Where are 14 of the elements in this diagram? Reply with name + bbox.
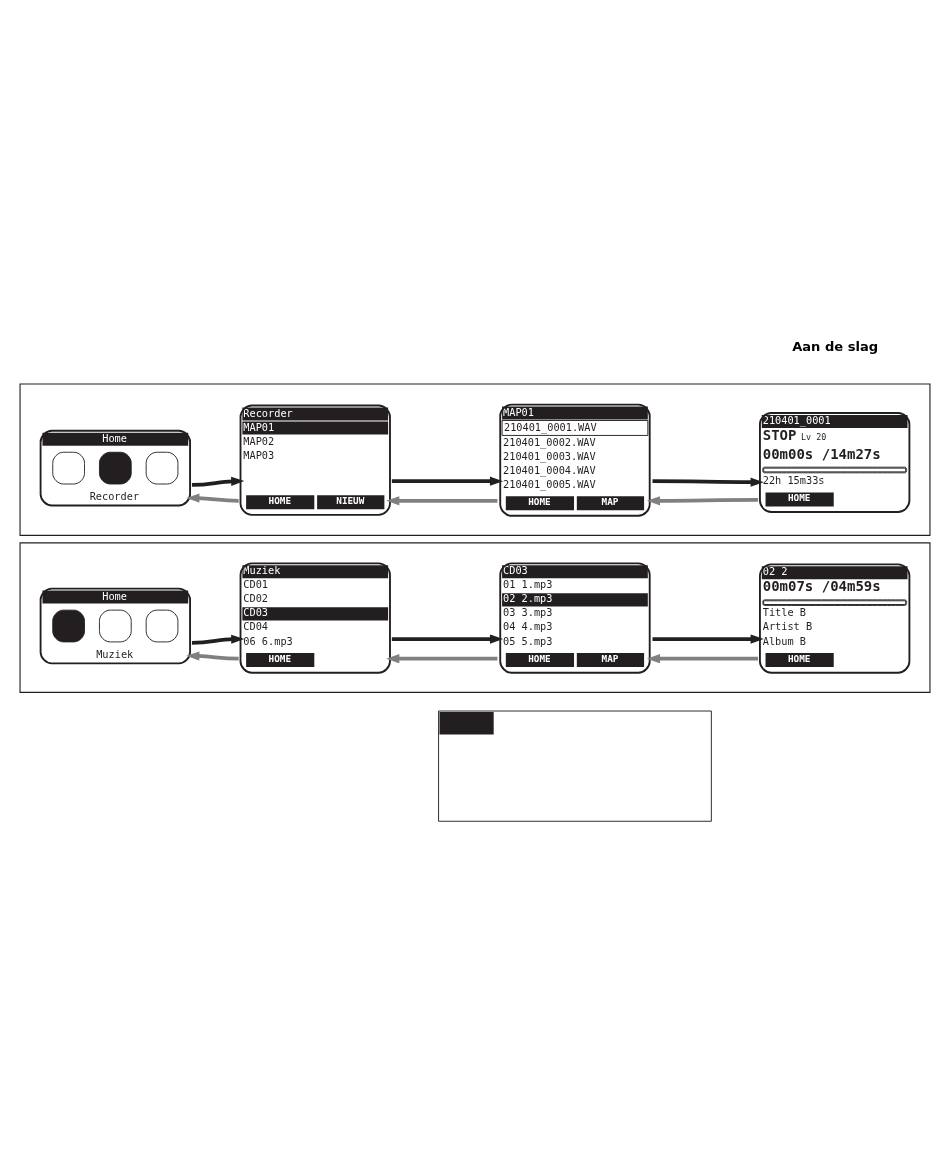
arrow — [391, 634, 504, 644]
label: Aan de slag — [792, 338, 879, 354]
arrow — [391, 476, 504, 486]
arrow — [652, 477, 764, 487]
arrow — [646, 495, 759, 505]
arrow — [386, 495, 498, 505]
arrow — [386, 653, 498, 663]
arrow — [652, 634, 764, 644]
cluster — [19, 541, 931, 693]
arrow — [186, 650, 239, 661]
arrow — [191, 634, 245, 645]
arrow — [191, 476, 245, 487]
arrow — [186, 493, 239, 503]
arrow — [646, 653, 759, 663]
